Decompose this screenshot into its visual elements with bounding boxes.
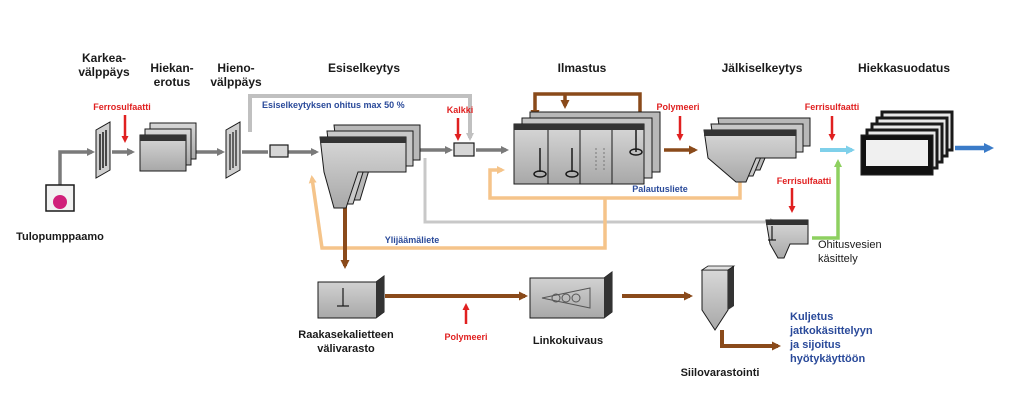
unit-label-inlet-pumping: Tulopumppaamo [16, 231, 104, 243]
unit-label-transport-4: hyötykäyttöön [790, 353, 865, 365]
flow-label-primary-bypass: Esiselkeytyksen ohitus max 50 % [262, 100, 405, 110]
stage-label-fine-screening-2: välppäys [210, 75, 262, 89]
stage-label-aeration: Ilmastus [558, 61, 607, 75]
excess-sludge-line [308, 175, 607, 250]
aeration-basin [513, 111, 661, 185]
mixing-chamber [269, 144, 289, 158]
lime-mixing-chamber [453, 142, 475, 157]
unit-label-raw-sludge-storage-2: välivarasto [317, 343, 375, 355]
raw-sludge-storage [317, 275, 385, 319]
unit-label-silo-storage: Siilovarastointi [681, 367, 760, 379]
flow-label-excess-sludge: Ylijäämäliete [385, 235, 440, 245]
chemical-label-polymer-top: Polymeeri [656, 102, 699, 112]
primary-clarifier [319, 124, 421, 209]
coarse-screen [95, 121, 111, 179]
overflow-bypass-line [423, 158, 778, 226]
sand-filtration-unit [860, 110, 954, 176]
unit-label-overflow-treatment-1: Ohitusvesien [818, 239, 882, 251]
stage-label-secondary-settling: Jälkiselkeytys [722, 61, 803, 75]
unit-label-raw-sludge-storage-1: Raakasekalietteen [298, 329, 394, 341]
unit-label-overflow-treatment-2: käsittely [818, 253, 858, 265]
unit-label-centrifuge: Linkokuivaus [533, 335, 603, 347]
chemical-label-ferric-sulfate-top: Ferrisulfaatti [805, 102, 860, 112]
stage-label-coarse-screening-2: välppäys [78, 65, 130, 79]
chemical-label-lime: Kalkki [447, 105, 474, 115]
stage-label-primary-settling: Esiselkeytys [328, 61, 400, 75]
unit-label-transport-1: Kuljetus [790, 311, 833, 323]
secondary-clarifier [703, 117, 811, 183]
chemical-label-ferrous-sulfate: Ferrosulfaatti [93, 102, 151, 112]
centrifuge-unit [529, 271, 613, 319]
overflow-return-line [812, 159, 842, 240]
chemical-label-ferric-sulfate-side: Ferrisulfaatti [777, 176, 832, 186]
chemical-label-polymer-bottom: Polymeeri [444, 332, 487, 342]
overflow-treatment-unit [765, 219, 809, 259]
unit-label-transport-3: ja sijoitus [789, 339, 841, 351]
water-flow-line [58, 148, 95, 185]
sludge-transport-line [720, 330, 781, 351]
stage-label-grit-removal-1: Hiekan- [150, 61, 193, 75]
stage-label-fine-screening-1: Hieno- [217, 61, 254, 75]
inlet-pumping-station [45, 184, 75, 212]
stage-label-grit-removal-2: erotus [154, 75, 191, 89]
silo-unit [700, 265, 736, 331]
fine-screen [225, 121, 241, 179]
grit-removal-unit [139, 122, 197, 172]
internal-recycle-line [530, 92, 642, 119]
stage-label-sand-filtration: Hiekkasuodatus [858, 61, 950, 75]
primary-bypass-line [248, 94, 474, 141]
return-sludge-line [488, 166, 742, 200]
unit-label-transport-2: jatkokäsittelyyn [789, 325, 873, 337]
stage-label-coarse-screening-1: Karkea- [82, 51, 126, 65]
flow-label-return-sludge: Palautusliete [632, 184, 688, 194]
